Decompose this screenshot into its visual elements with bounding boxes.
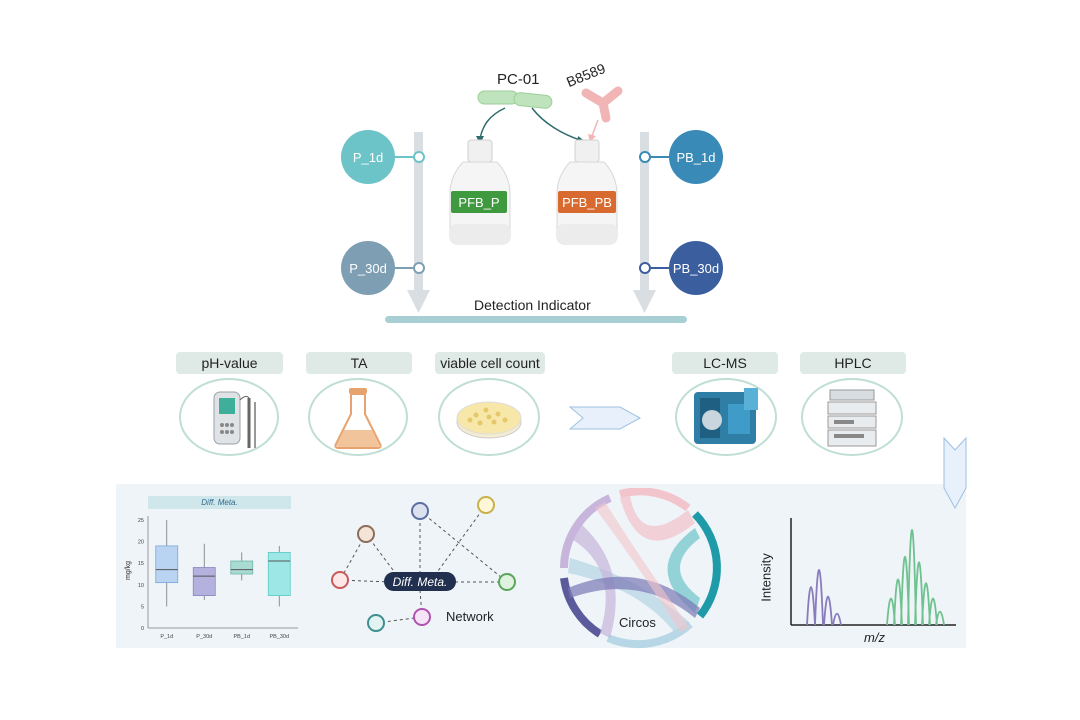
box-body: [267, 552, 291, 597]
x-tick-label: P_30d: [196, 634, 212, 640]
box-body: [230, 560, 254, 575]
x-tick-label: PB_30d: [269, 634, 289, 640]
network-node: [498, 573, 516, 591]
network-node: [367, 614, 385, 632]
indicator-ph: pH-value: [176, 352, 283, 374]
network-label: Network: [446, 609, 494, 624]
flask-icon: [334, 388, 382, 449]
boxplot-ylabel: mg/kg: [125, 561, 132, 580]
network-graph: [331, 496, 516, 632]
network-center-label: Diff. Meta.: [392, 574, 448, 589]
boxplot-title: Diff. Meta.: [148, 496, 291, 509]
y-tick-label: 0: [141, 626, 144, 632]
bottle-right-label: PFB_PB: [558, 191, 616, 213]
x-tick-label: PB_1d: [233, 634, 250, 640]
ph-meter-icon: [213, 391, 256, 448]
yeast-icon: [581, 86, 623, 123]
y-tick-label: 20: [138, 540, 144, 546]
spectrum-peak: [832, 612, 842, 626]
indicator-ta: TA: [306, 352, 412, 374]
sample-pb30d: PB_30d: [669, 241, 723, 295]
x-tick-label: P_1d: [160, 634, 173, 640]
spectrum-peak: [814, 569, 824, 626]
box-body: [155, 545, 179, 584]
boxplot-chart: 0 5 10 15 20 25 P_1d P_30d PB_1d PB_30d mg/kg: [125, 516, 298, 640]
icons-row: [179, 378, 903, 456]
spectrum-peak: [907, 529, 917, 626]
bacteria-icon: [477, 90, 553, 109]
instrument-lcms: LC-MS: [672, 352, 778, 374]
spectrum-peak: [914, 561, 924, 626]
spectrum-peak: [823, 595, 833, 626]
petri-dish-icon: [456, 401, 522, 439]
network-node: [411, 502, 429, 520]
y-tick-label: 15: [138, 561, 144, 567]
lcms-instrument-icon: [694, 388, 758, 444]
y-tick-label: 25: [138, 518, 144, 524]
spectrum-ylabel: Intensity: [758, 553, 774, 602]
network-node: [413, 608, 431, 626]
spectrum-peak: [921, 582, 931, 626]
bottle-left-label: PFB_P: [451, 191, 507, 213]
indicator-viable: viable cell count: [435, 352, 545, 374]
network-node: [331, 571, 349, 589]
instrument-hplc: HPLC: [800, 352, 906, 374]
detection-indicator-label: Detection Indicator: [474, 297, 591, 313]
y-tick-label: 5: [141, 604, 144, 610]
box-body: [192, 567, 216, 597]
sample-pb1d: PB_1d: [669, 130, 723, 184]
network-node: [477, 496, 495, 514]
chevron-right-icon: [568, 406, 642, 430]
mass-spectrum: [790, 518, 956, 626]
spectrum-peak: [806, 586, 816, 626]
spectrum-xlabel: m/z: [864, 630, 885, 645]
circos-plot: [560, 488, 721, 649]
spectrum-peak: [935, 610, 945, 626]
network-node: [357, 525, 375, 543]
y-tick-label: 10: [138, 583, 144, 589]
chevron-down-icon: [943, 436, 967, 510]
hplc-instrument-icon: [827, 389, 877, 447]
spectrum-peak: [928, 597, 938, 626]
sample-p30d: P_30d: [341, 241, 395, 295]
strain-left-label: PC-01: [497, 71, 540, 88]
sample-p1d: P_1d: [341, 130, 395, 184]
top-diagram: [385, 86, 687, 323]
circos-label: Circos: [619, 615, 656, 630]
